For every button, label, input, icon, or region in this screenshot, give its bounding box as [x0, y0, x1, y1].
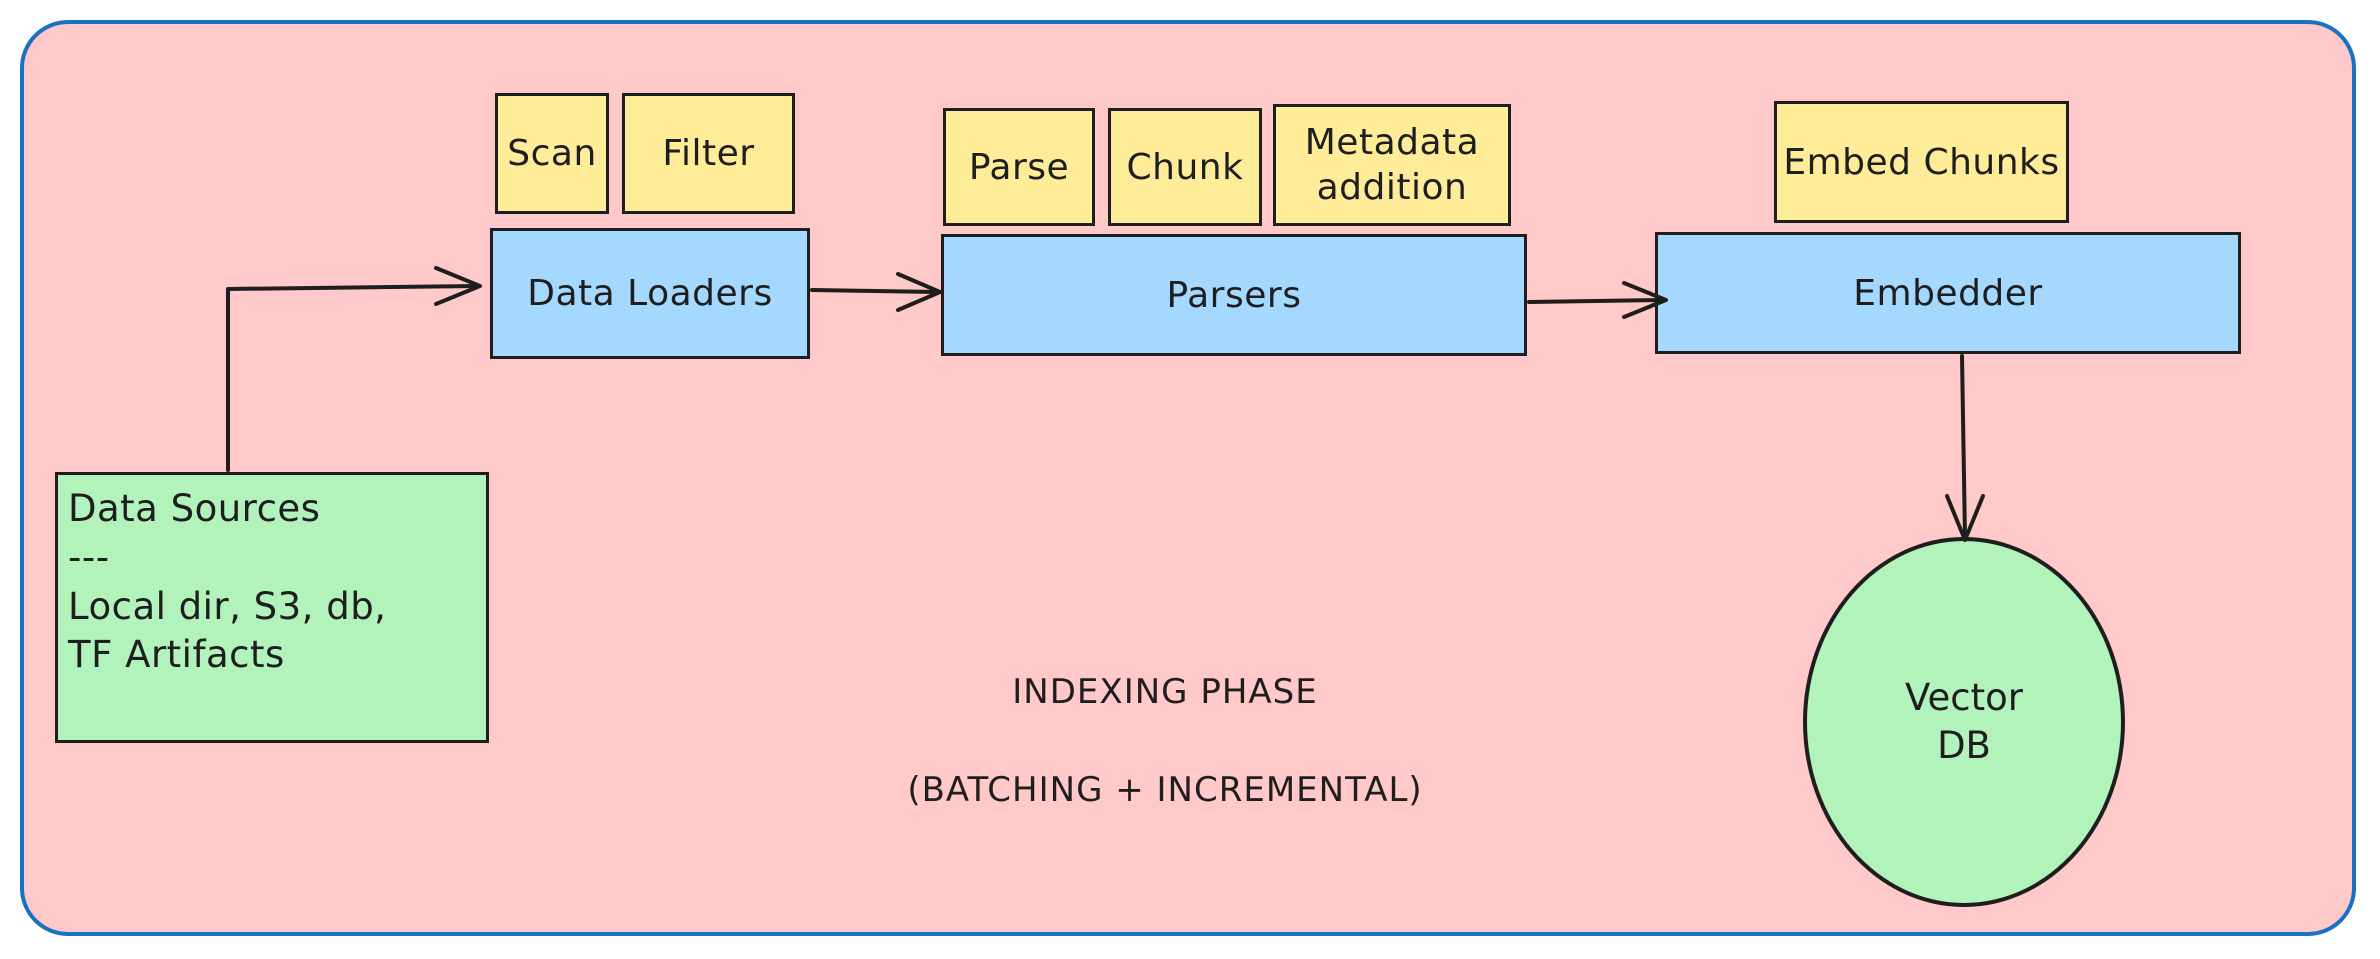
arrow-parsers-to-embedder — [1527, 281, 1668, 319]
vector-db-circle: Vector DB — [1803, 537, 2125, 907]
arrow-loaders-to-parsers — [810, 272, 942, 312]
parse-step-box: Parse — [943, 108, 1095, 226]
embed-chunks-label: Embed Chunks — [1783, 141, 2060, 183]
data-sources-separator: --- — [68, 535, 110, 579]
data-loaders-label: Data Loaders — [527, 273, 773, 314]
scan-step-box: Scan — [495, 93, 609, 214]
chunk-step-box: Chunk — [1108, 108, 1262, 226]
vector-db-label-line1: Vector — [1905, 675, 2023, 719]
parsers-label: Parsers — [1166, 274, 1302, 316]
embedder-box: Embedder — [1655, 232, 2241, 354]
arrow-sources-to-loaders — [226, 266, 482, 472]
addition-label: addition — [1316, 167, 1468, 208]
scan-label: Scan — [507, 133, 597, 174]
filter-step-box: Filter — [622, 93, 795, 214]
data-sources-title: Data Sources — [68, 487, 321, 530]
data-sources-list-continued: TF Artifacts — [68, 633, 285, 677]
chunk-label: Chunk — [1126, 146, 1244, 188]
phase-caption: INDEXING PHASE — [1012, 672, 1318, 712]
vector-db-label-line2: DB — [1937, 724, 1991, 767]
filter-label: Filter — [662, 133, 755, 174]
metadata-addition-step-box: Metadata addition — [1273, 104, 1511, 226]
embedder-label: Embedder — [1853, 272, 2043, 314]
parse-label: Parse — [968, 146, 1070, 188]
data-sources-list: Local dir, S3, db, — [68, 584, 387, 628]
arrow-embedder-to-vector-db — [1945, 354, 1985, 542]
mode-caption: (BATCHING + INCREMENTAL) — [907, 770, 1423, 810]
embed-chunks-step-box: Embed Chunks — [1774, 101, 2069, 223]
data-loaders-box: Data Loaders — [490, 228, 810, 359]
parsers-box: Parsers — [941, 234, 1527, 356]
data-sources-box: Data Sources --- Local dir, S3, db, TF A… — [55, 472, 489, 743]
metadata-label: Metadata — [1304, 122, 1480, 163]
